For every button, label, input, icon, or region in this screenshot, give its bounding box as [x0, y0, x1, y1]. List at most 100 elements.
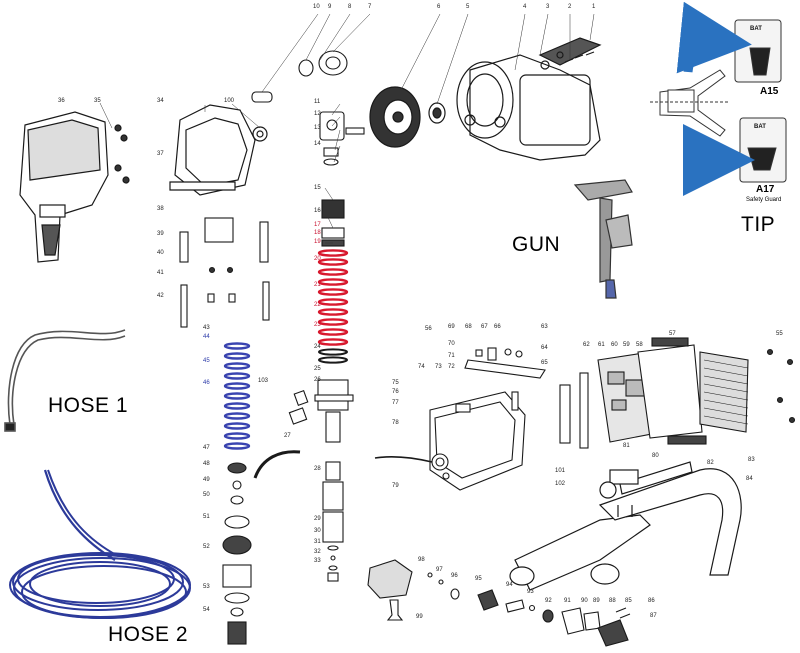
part-number: 40 — [157, 250, 164, 256]
part-number: 60 — [611, 342, 618, 348]
rods — [179, 217, 270, 328]
part-number: 46 — [203, 380, 210, 386]
tip-label: TIP — [741, 213, 776, 236]
part-number: 10 — [313, 4, 320, 10]
cart-frame — [509, 461, 742, 591]
part-number: 74 — [418, 364, 425, 370]
gun-label: GUN — [512, 233, 561, 256]
pack-brand-a17: BAT — [754, 124, 766, 130]
part-number: 89 — [593, 598, 600, 604]
part-number: 56 — [425, 326, 432, 332]
part-number: 31 — [314, 539, 321, 545]
part-number: 77 — [392, 400, 399, 406]
part-number: 25 — [314, 366, 321, 372]
part-number: 2 — [568, 4, 572, 10]
part-number: 20 — [314, 256, 321, 262]
control-box — [374, 347, 546, 491]
part-number: 37 — [157, 151, 164, 157]
part-number: 90 — [581, 598, 588, 604]
part-number: 33 — [314, 558, 321, 564]
part-number: 7 — [368, 4, 372, 10]
part-number: 24 — [314, 344, 321, 350]
part-number: 70 — [448, 341, 455, 347]
part-number: 11 — [314, 99, 321, 105]
part-number: 3 — [546, 4, 550, 10]
part-number: 48 — [203, 461, 210, 467]
part-number: 66 — [494, 324, 501, 330]
part-number: 62 — [583, 342, 590, 348]
part-number: 9 — [328, 4, 332, 10]
part-number: 45 — [203, 358, 210, 364]
part-number: 5 — [466, 4, 470, 10]
part-number: 28 — [314, 466, 321, 472]
part-number: 1 — [592, 4, 596, 10]
part-number: 8 — [348, 4, 352, 10]
part-number: 81 — [623, 443, 630, 449]
part-number: 55 — [776, 331, 783, 337]
part-number: 54 — [203, 607, 210, 613]
part-number: 59 — [623, 342, 630, 348]
part-number: 6 — [437, 4, 441, 10]
part-number: 100 — [224, 98, 235, 104]
part-number: 91 — [564, 598, 571, 604]
part-number: 16 — [314, 208, 321, 214]
part-number: 86 — [648, 598, 655, 604]
part-number: 17 — [314, 222, 321, 228]
part-number: 79 — [392, 483, 399, 489]
part-number: 22 — [314, 302, 321, 308]
part-number: 14 — [314, 141, 321, 147]
part-number: 71 — [448, 353, 455, 359]
part-number: 18 — [314, 230, 321, 236]
part-number: 58 — [636, 342, 643, 348]
part-number: 67 — [481, 324, 488, 330]
valve-column — [222, 462, 252, 645]
part-number: 53 — [203, 584, 210, 590]
part-number: 57 — [669, 331, 676, 337]
part-number: 35 — [94, 98, 101, 104]
tip-drawing — [650, 1, 787, 196]
hose-1-label: HOSE 1 — [48, 394, 129, 417]
part-number: 102 — [555, 481, 566, 487]
spray-gun-drawing — [573, 179, 633, 299]
pump-column — [253, 199, 354, 582]
pack-brand-a15: BAT — [750, 26, 762, 32]
part-number: 52 — [203, 544, 210, 550]
part-number: 103 — [258, 378, 269, 384]
circuit-boards — [559, 337, 796, 449]
leader-lines — [99, 13, 595, 244]
part-number: 68 — [465, 324, 472, 330]
part-number: 51 — [203, 514, 210, 520]
part-number: 99 — [416, 614, 423, 620]
part-number: 15 — [314, 185, 321, 191]
hose-1-drawing — [4, 329, 126, 432]
part-number: 64 — [541, 345, 548, 351]
part-number: 78 — [392, 420, 399, 426]
part-number: 94 — [506, 582, 513, 588]
part-number: 101 — [555, 468, 566, 474]
dark-rings — [318, 348, 348, 364]
blue-seal-stack — [223, 342, 251, 450]
hose-2-label: HOSE 2 — [108, 623, 189, 646]
crank-assembly — [251, 50, 365, 166]
part-number: 29 — [314, 516, 321, 522]
a15-label: A15 — [760, 86, 779, 97]
part-number: 19 — [314, 239, 321, 245]
part-number: 73 — [435, 364, 442, 370]
front-cover-36 — [19, 111, 130, 263]
part-number: 32 — [314, 549, 321, 555]
part-number: 97 — [436, 567, 443, 573]
part-number: 38 — [157, 206, 164, 212]
part-number: 95 — [475, 576, 482, 582]
part-number: 69 — [448, 324, 455, 330]
part-number: 23 — [314, 322, 321, 328]
part-number: 50 — [203, 492, 210, 498]
part-number: 76 — [392, 389, 399, 395]
part-number: 42 — [157, 293, 164, 299]
hose-2-drawing — [9, 469, 191, 619]
part-number: 75 — [392, 380, 399, 386]
part-number: 85 — [625, 598, 632, 604]
part-number: 87 — [650, 613, 657, 619]
part-number: 72 — [448, 364, 455, 370]
part-number: 27 — [284, 433, 291, 439]
